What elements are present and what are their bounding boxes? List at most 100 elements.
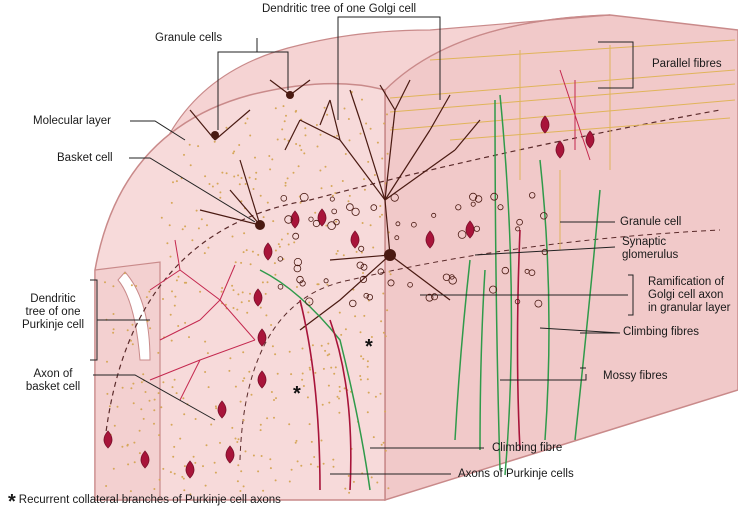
granule-dot [290, 468, 293, 471]
granule-dot [323, 106, 326, 109]
granule-dot [330, 185, 333, 187]
rosette [541, 248, 548, 256]
granule-dot [133, 441, 136, 444]
granule-dot [352, 480, 355, 483]
granule-dot [335, 220, 338, 223]
granule-dot [142, 417, 145, 420]
granule-dot [266, 201, 269, 204]
granule-dot [301, 372, 304, 375]
granule-dot [314, 371, 317, 374]
granule-dot [274, 273, 277, 276]
granule-dot [158, 478, 161, 481]
granule-dot [288, 423, 291, 426]
rosette [358, 245, 365, 252]
granule-dot [299, 201, 302, 204]
granule-dot [369, 224, 372, 227]
granule-dot [359, 378, 362, 381]
granule-dot [237, 438, 240, 441]
granule-dot [260, 455, 263, 457]
footnote-text: Recurrent collateral branches of Purkinj… [18, 494, 281, 506]
fold-notch [117, 271, 151, 361]
granule-dot [344, 328, 347, 331]
rosette [331, 208, 338, 215]
granule-dot [183, 489, 186, 492]
granule-dot [338, 411, 341, 414]
granule-dot [300, 464, 303, 467]
granule-dot [153, 409, 156, 412]
granule-dot [288, 480, 291, 483]
granule-dot [264, 292, 267, 295]
granule-dot [166, 242, 169, 245]
granule-dot [324, 165, 327, 168]
granule-dot [234, 261, 237, 264]
granule-dot [246, 117, 249, 120]
label-dendritic-tree-purkinje-l2: tree of one [25, 306, 81, 318]
granule-dot [301, 347, 304, 350]
granule-dot [175, 180, 178, 183]
granule-dot [262, 216, 265, 219]
granule-dot [338, 390, 341, 393]
granule-dot [386, 113, 388, 116]
granule-dot [338, 385, 341, 388]
granule-dot [379, 205, 382, 207]
granule-dot [360, 251, 363, 254]
granule-dot [129, 490, 132, 493]
granule-dot [192, 455, 195, 458]
granule-dot [242, 379, 244, 382]
rosette [296, 275, 304, 284]
granule-dot [381, 213, 383, 216]
granule-dot [336, 250, 339, 252]
granule-dot [194, 418, 197, 420]
granule-dot [386, 152, 389, 155]
granule-dot [286, 232, 289, 235]
granule-dot [304, 127, 307, 130]
granule-dot [240, 200, 243, 203]
granule-dot [221, 287, 224, 289]
rosette [442, 273, 451, 281]
granule-dot [280, 238, 283, 241]
granule-dot [360, 355, 363, 358]
granule-dot [179, 437, 182, 440]
granule-dot [175, 392, 178, 395]
label-synaptic-glomerulus-l2: glomerulus [622, 249, 679, 261]
granule-dot [269, 467, 272, 470]
granule-dot [206, 224, 208, 227]
granule-dot [376, 141, 379, 144]
rosette [359, 275, 367, 283]
granule-dot [204, 484, 207, 487]
granule-dot [334, 366, 337, 369]
purkinje-dendrites [149, 69, 591, 401]
granule-dot [319, 133, 322, 136]
granule-dot [259, 306, 262, 309]
granule-dot [219, 191, 222, 194]
rosette [293, 264, 302, 273]
green-fibres [259, 94, 601, 491]
granule-dot [332, 465, 335, 468]
granule-dot [287, 243, 290, 246]
granule-dot [184, 225, 187, 228]
rosette [455, 204, 462, 211]
granule-dot [160, 406, 163, 409]
granule-dot [177, 275, 180, 278]
label-ramification-l2: Golgi cell axon [648, 289, 724, 301]
granule-dot [234, 385, 237, 388]
granule-dot [317, 283, 320, 286]
granule-dot [162, 298, 164, 300]
granule-dot [211, 185, 214, 188]
granule-dot [237, 464, 240, 467]
label-ramification-l3: in granular layer [648, 302, 731, 314]
granule-dot [320, 344, 323, 347]
granule-dot [116, 405, 119, 408]
granule-dot [338, 311, 341, 314]
rosette [277, 283, 284, 290]
granule-dot [326, 354, 329, 357]
granule-dot [238, 144, 241, 146]
granule-dot [228, 369, 231, 372]
granule-dot [266, 417, 269, 420]
granule-dot [188, 143, 191, 146]
granule-dot [237, 293, 240, 296]
purkinje-soma [257, 328, 267, 347]
granule-dot [237, 174, 240, 177]
leader-lines [90, 16, 634, 475]
granule-dot [171, 290, 173, 293]
